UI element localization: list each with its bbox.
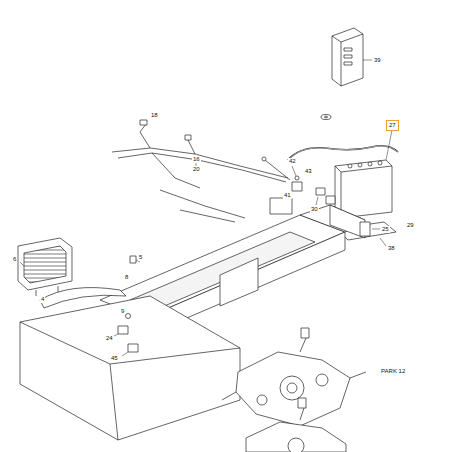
callout-number: 39 <box>373 57 382 64</box>
callout-number: 8 <box>124 274 129 281</box>
callout-number: 38 <box>387 245 396 252</box>
callout-number: 42 <box>288 158 297 165</box>
callout-number: 25 <box>381 226 390 233</box>
callout-number: 45 <box>110 355 119 362</box>
highlight-box: 27 <box>386 120 399 131</box>
callout-number: 5 <box>138 254 143 261</box>
callout-number: 9 <box>120 308 125 315</box>
callout-number: 29 <box>406 222 415 229</box>
callout-number: 4 <box>40 296 45 303</box>
page-code: PARK 12 <box>380 368 406 375</box>
callout-number: 27 <box>389 122 396 129</box>
callout-number: 30 <box>310 206 319 213</box>
callout-number: 43 <box>304 168 313 175</box>
callout-number: 41 <box>283 192 292 199</box>
callout-number: 20 <box>192 166 201 173</box>
callout-number: 6 <box>12 256 17 263</box>
callout-number: 24 <box>105 335 114 342</box>
callout-number: 18 <box>150 112 159 119</box>
callout-number: 16 <box>192 156 201 163</box>
